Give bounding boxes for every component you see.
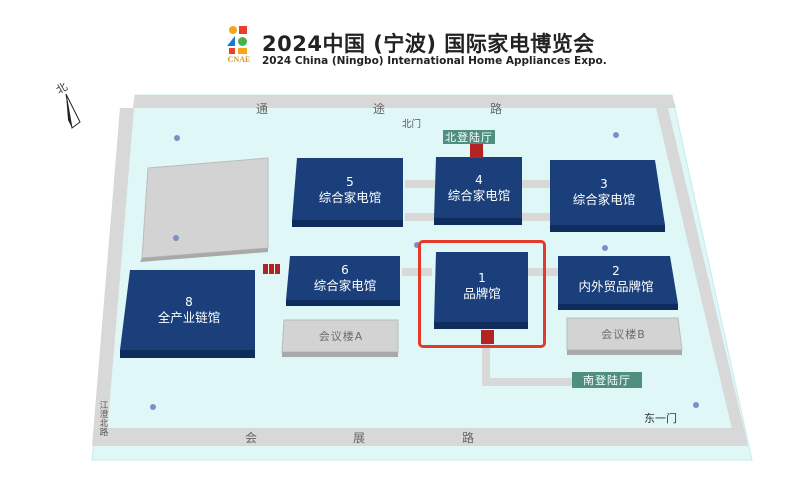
road-south-char: 路 <box>462 431 475 445</box>
north-road <box>133 95 676 108</box>
hall-5-shape <box>292 158 403 220</box>
road-south-char: 展 <box>353 431 366 445</box>
road-south-char: 会 <box>245 431 258 445</box>
compass-arrow-icon <box>65 93 81 129</box>
marker-dot <box>150 404 156 410</box>
hall-8[interactable]: 8 全产业链馆 <box>128 280 250 340</box>
hall-number: 3 <box>600 176 608 191</box>
meeting-building-a[interactable]: 会议楼A <box>318 330 364 343</box>
marker-dot <box>613 132 619 138</box>
marker-dot <box>693 402 699 408</box>
meeting-building-b[interactable]: 会议楼B <box>601 328 646 341</box>
marker-dot <box>602 245 608 251</box>
hall-name: 内外贸品牌馆 <box>578 278 654 294</box>
hall-6-shape <box>286 256 400 300</box>
hall-8-shape <box>120 270 255 350</box>
south-entrance-marker <box>481 330 494 344</box>
east-road <box>656 108 748 446</box>
corridor <box>405 213 435 221</box>
hall-name: 综合家电馆 <box>572 191 636 207</box>
south-road <box>94 428 748 446</box>
south-hall-entrance-tag[interactable]: 南登陆厅 <box>572 372 642 388</box>
hall-3-shape <box>550 160 665 225</box>
corridor <box>522 213 550 221</box>
hall-5[interactable]: 5 综合家电馆 <box>298 160 402 220</box>
marker-dot <box>173 235 179 241</box>
hall-name: 品牌馆 <box>463 285 501 301</box>
road-north-char: 途 <box>373 102 386 116</box>
corridor <box>522 180 550 188</box>
road-north-char: 通 <box>256 102 269 116</box>
logo-text: CNAE <box>228 55 251 64</box>
hall-name: 全产业链馆 <box>157 309 221 325</box>
hall-name: 综合家电馆 <box>313 277 377 293</box>
hall-4-shape <box>434 157 522 218</box>
selected-hall-highlight <box>418 240 546 348</box>
east-gate-label: 东一门 <box>644 412 677 425</box>
corridor <box>402 268 432 276</box>
hall-number: 8 <box>185 294 193 309</box>
hall-1-shape <box>434 252 528 322</box>
corridor <box>405 180 435 188</box>
north-entrance-marker <box>470 144 483 158</box>
cnae-logo: CNAE <box>227 26 251 64</box>
hall-number: 6 <box>341 262 349 277</box>
north-hall-entrance-tag[interactable]: 北登陆厅 <box>443 130 495 144</box>
page-title: 2024中国 (宁波) 国际家电博览会 <box>262 32 595 56</box>
road-west-label: 江澄北路 <box>99 401 109 438</box>
road-north-char: 路 <box>490 102 503 116</box>
marker-dot <box>174 135 180 141</box>
hall-3[interactable]: 3 综合家电馆 <box>550 162 658 222</box>
page-subtitle: 2024 China (Ningbo) International Home A… <box>262 55 607 67</box>
south-walkway <box>482 330 572 386</box>
hall-number: 5 <box>346 174 354 189</box>
hall-2-shape <box>558 256 678 304</box>
hall-number: 2 <box>612 263 620 278</box>
grey-block <box>141 157 269 259</box>
north-gate-label: 北门 <box>402 119 422 130</box>
hall-2[interactable]: 2 内外贸品牌馆 <box>558 256 674 302</box>
hall-number: 1 <box>478 270 486 285</box>
hall-4[interactable]: 4 综合家电馆 <box>436 160 522 216</box>
hall-number: 4 <box>475 172 483 187</box>
hall-8-entrance-marker <box>263 264 280 274</box>
hall-1[interactable]: 1 品牌馆 <box>436 256 528 316</box>
west-road <box>92 108 134 446</box>
hall-name: 综合家电馆 <box>447 187 511 203</box>
hall-6[interactable]: 6 综合家电馆 <box>290 256 400 300</box>
hall-name: 综合家电馆 <box>318 189 382 205</box>
